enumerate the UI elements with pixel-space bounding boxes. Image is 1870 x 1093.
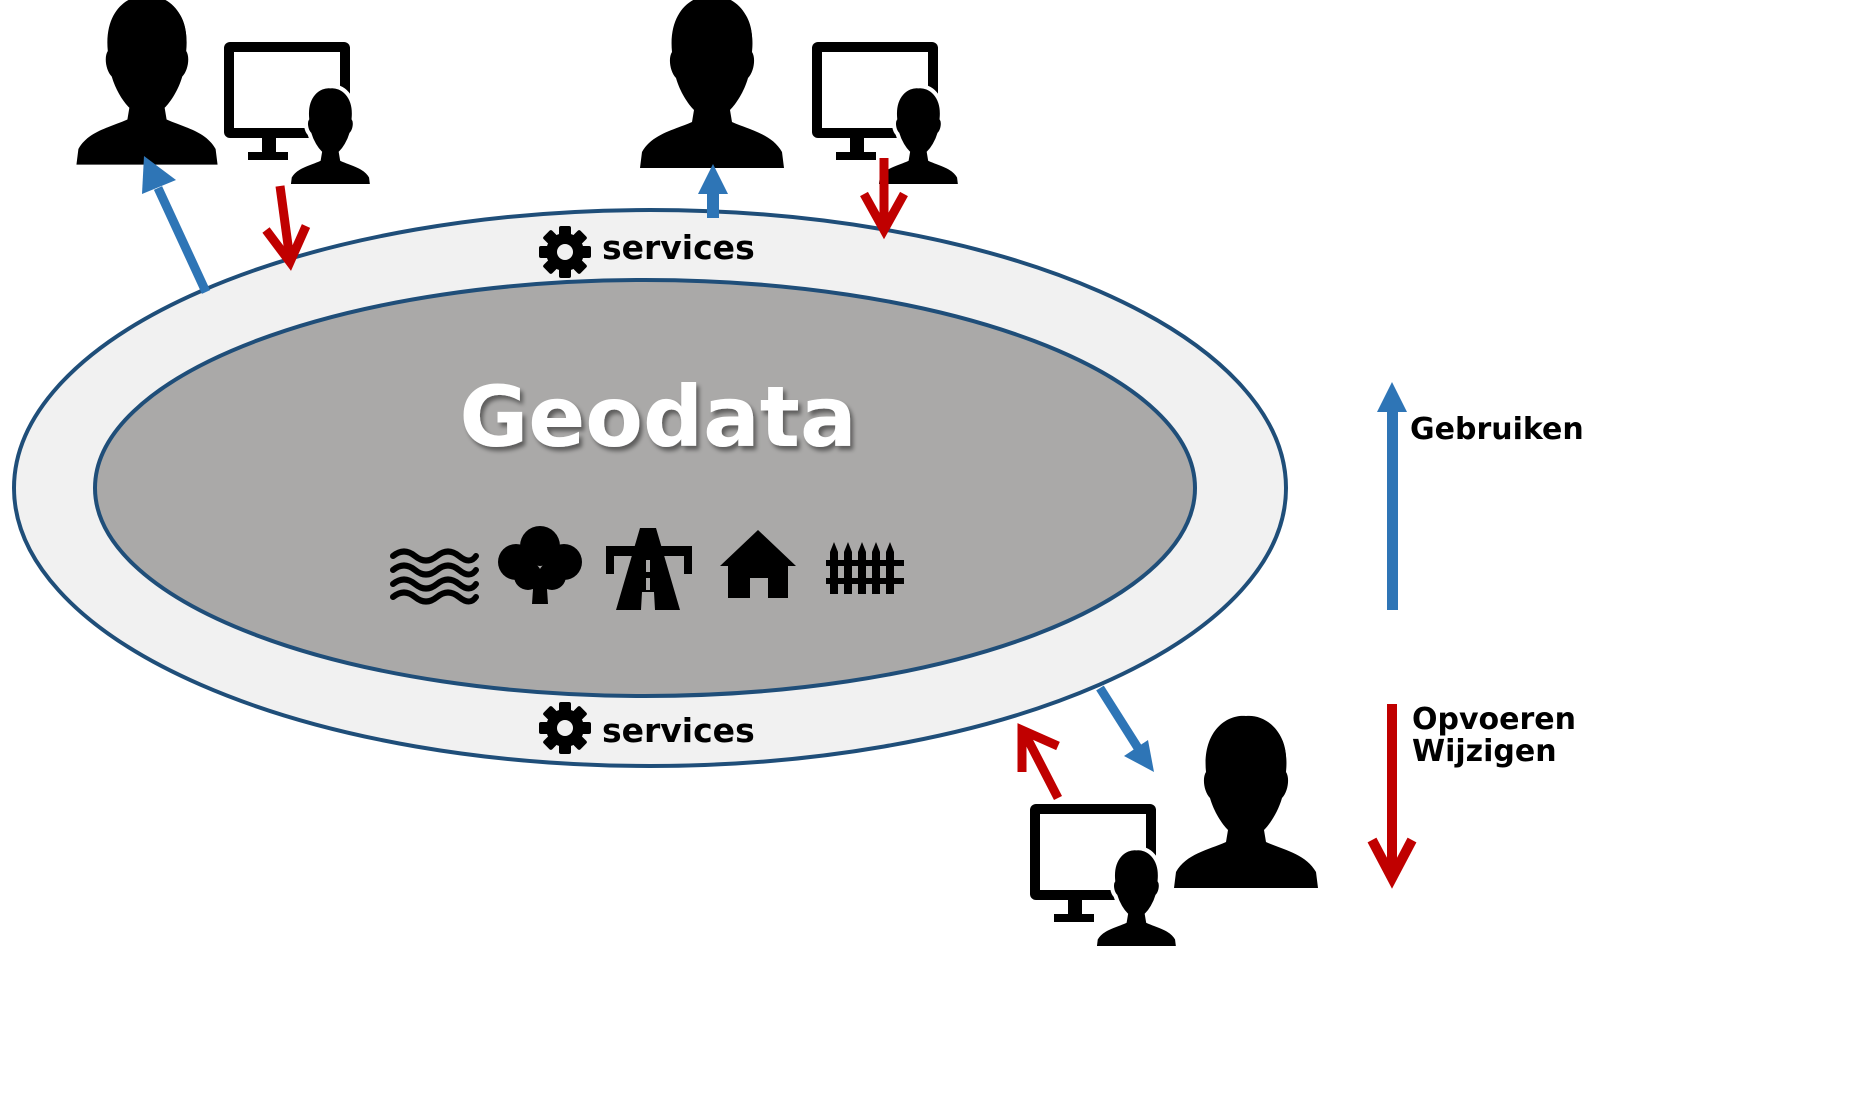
services-bottom-label: services: [602, 711, 755, 750]
use-arrow-top-left: [142, 156, 211, 294]
edit-arrow-bottom-right: [1017, 723, 1063, 801]
edit-arrow-top-middle: [860, 158, 908, 240]
person-icon: [1174, 715, 1318, 888]
services-top-label: services: [602, 228, 755, 267]
edit-arrow-top-left: [262, 185, 311, 271]
person-icon: [76, 0, 218, 165]
tree-icon: [498, 526, 582, 604]
services-bottom: services: [539, 702, 755, 754]
legend: Gebruiken Opvoeren Wijzigen: [1367, 382, 1584, 889]
computer-user-icon: [224, 42, 372, 186]
water-icon: [390, 548, 479, 605]
geodata-core: [93, 278, 1197, 698]
legend-use-label: Gebruiken: [1410, 412, 1584, 447]
legend-edit-line1: Opvoeren: [1412, 702, 1576, 737]
fence-icon: [826, 542, 904, 594]
legend-edit-arrow: [1367, 704, 1417, 889]
geodata-title: Geodata: [459, 368, 856, 466]
legend-use-arrow: [1377, 382, 1407, 610]
gear-icon: [539, 226, 591, 278]
legend-edit-line2: Wijzigen: [1412, 734, 1557, 769]
road-icon: [606, 528, 692, 610]
use-arrow-top-middle: [698, 164, 728, 218]
person-icon: [640, 0, 784, 168]
services-top: services: [539, 226, 755, 278]
computer-user-icon: [1030, 804, 1178, 948]
house-icon: [720, 530, 796, 598]
gear-icon: [539, 702, 591, 754]
use-arrow-bottom-right: [1096, 685, 1154, 772]
